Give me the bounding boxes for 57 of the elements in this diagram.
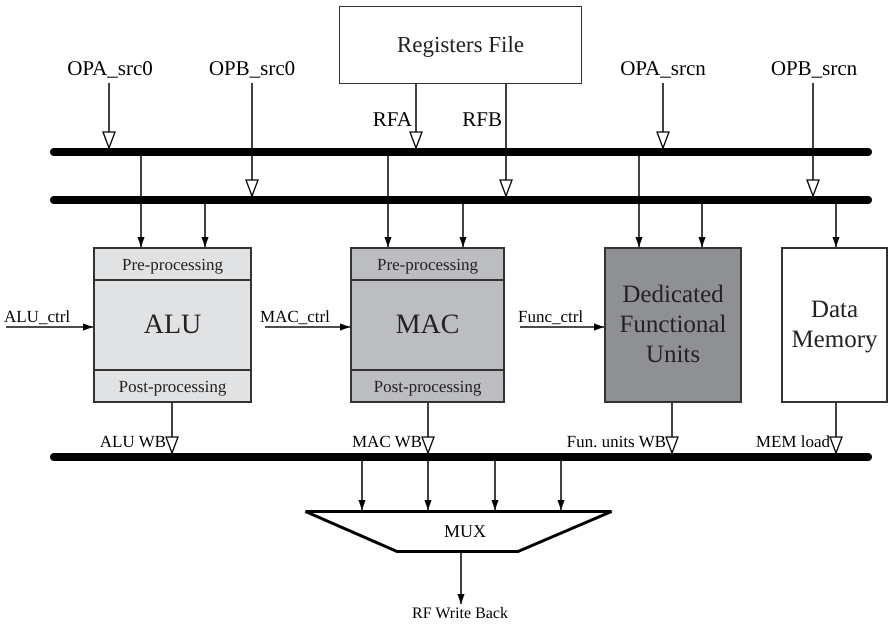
- arrow: [829, 403, 843, 454]
- arrow: [265, 323, 350, 331]
- arrow: [384, 156, 392, 247]
- unit-title: MAC: [396, 311, 460, 339]
- bus-bar: [50, 453, 872, 461]
- block-title: Registers File: [396, 30, 524, 59]
- arrow: [520, 323, 604, 331]
- arrow: [459, 204, 467, 247]
- arrow: [499, 84, 513, 197]
- arrow: [201, 204, 209, 247]
- arrow: [656, 83, 670, 149]
- signal-label: RF Write Back: [395, 604, 525, 624]
- arrow: [557, 461, 565, 510]
- edge-label: Fun. units WB: [566, 431, 666, 450]
- arrow: [457, 553, 465, 604]
- arrow: [665, 403, 679, 454]
- arrow: [6, 323, 93, 331]
- bus-bar: [50, 196, 872, 204]
- stage-label: Post-processing: [374, 378, 482, 394]
- arrow: [698, 204, 706, 247]
- arrow: [137, 156, 145, 247]
- edge-label: MAC WB: [350, 431, 422, 450]
- edge-label: MAC_ctrl: [260, 306, 331, 325]
- mac-block: [350, 247, 505, 403]
- arrow: [409, 84, 423, 149]
- signal-label: OPA_srcn: [602, 55, 724, 83]
- arrow: [832, 204, 840, 247]
- arrow: [491, 461, 499, 510]
- block-title: Data Memory: [790, 295, 879, 355]
- arrow: [102, 83, 116, 149]
- arrow: [424, 461, 432, 510]
- alu-block: [93, 247, 252, 403]
- arrow: [165, 403, 179, 454]
- arrow: [635, 156, 643, 247]
- arrow: [806, 83, 820, 197]
- signal-label: OPB_srcn: [752, 55, 876, 83]
- stage-label: Post-processing: [118, 378, 226, 394]
- unit-title: ALU: [144, 311, 202, 339]
- signal-label: OPB_src0: [192, 55, 312, 83]
- stage-label: Pre-processing: [376, 256, 478, 272]
- arrow: [358, 461, 366, 510]
- edge-label: RFB: [461, 106, 502, 130]
- edge-label: ALU_ctrl: [4, 306, 72, 325]
- register-file-box: [339, 6, 582, 84]
- arrow: [421, 403, 435, 454]
- data-memory-block: [781, 247, 888, 403]
- signal-label: OPA_src0: [55, 55, 165, 83]
- arrow: [245, 83, 259, 197]
- edge-label: RFA: [372, 106, 412, 130]
- stage-label: Pre-processing: [122, 256, 224, 272]
- mux-label: MUX: [444, 522, 486, 540]
- functional-units-block: [604, 247, 742, 403]
- edge-label: MEM load: [754, 431, 830, 450]
- bus-bar: [50, 148, 872, 156]
- edge-label: Func_ctrl: [518, 306, 584, 325]
- edge-label: ALU WB: [98, 431, 166, 450]
- block-title: Dedicated Functional Units: [618, 280, 728, 370]
